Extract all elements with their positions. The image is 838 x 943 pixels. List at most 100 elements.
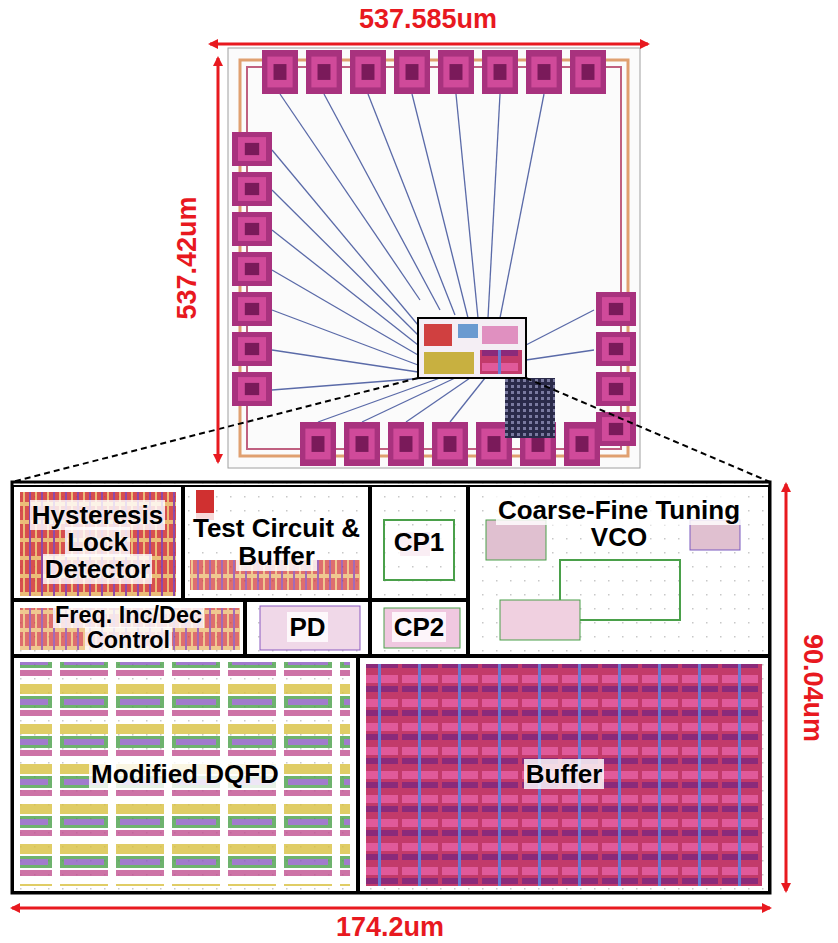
bond-wires (272, 94, 594, 422)
bond-pad (482, 50, 518, 94)
circuit-block: Hysteresis Lock Detector (12, 485, 183, 600)
bond-pad (438, 50, 474, 94)
bond-pad (596, 292, 636, 326)
block-label-group: Coarse-Fine Tuning VCO (472, 497, 766, 552)
block-label: PD (287, 612, 327, 642)
die-outline (228, 48, 640, 468)
cp-layout (384, 520, 454, 580)
bond-pad (232, 212, 272, 246)
pd-layout (260, 606, 360, 650)
circuit-block: CP2 (370, 600, 468, 656)
dimension-arrow (785, 484, 788, 891)
bond-pad (350, 50, 386, 94)
pad-ring (247, 67, 621, 449)
bond-pad (300, 422, 336, 466)
bond-pad (596, 372, 636, 406)
circuit-block: Modified DQFD (12, 656, 358, 893)
bond-pad (232, 252, 272, 286)
lock-detector-cells (20, 492, 176, 596)
block-label: Coarse-Fine Tuning VCO (496, 495, 742, 552)
core-block (482, 326, 518, 344)
bond-pad (570, 50, 606, 94)
wire (526, 350, 594, 360)
wire (272, 230, 418, 345)
circuit-block: PD (245, 600, 370, 656)
wire (450, 378, 485, 422)
bond-pad (388, 422, 424, 466)
wire (526, 310, 594, 345)
bond-pad (232, 332, 272, 366)
core-block (458, 324, 478, 338)
dimension-label: 537.585um (359, 5, 497, 35)
zoom-box (418, 318, 526, 378)
bond-pad (262, 50, 298, 94)
wire (500, 94, 544, 318)
wire (318, 378, 440, 422)
block-layouts (20, 490, 762, 886)
block-label: Buffer (524, 759, 605, 789)
pad-ring (240, 60, 628, 456)
block-label: Hysteresis Lock Detector (30, 500, 166, 585)
cp-layout (384, 608, 460, 648)
circuit-block: Buffer (358, 656, 770, 893)
layout-ground (12, 482, 770, 893)
layout-frame (12, 482, 770, 893)
wire (488, 94, 500, 318)
block-label-group: Test Circuit & Buffer (187, 515, 366, 570)
bond-pads (232, 50, 636, 466)
dashed-line (12, 378, 418, 482)
core-region (418, 318, 555, 438)
dimension-arrow (12, 907, 770, 910)
bond-pad (232, 372, 272, 406)
block-label-group: CP1 (374, 529, 464, 556)
chip-die (228, 48, 640, 468)
block-label: CP2 (392, 612, 447, 642)
bond-pad (432, 422, 468, 466)
bond-pad (344, 422, 380, 466)
bond-pad (232, 132, 272, 166)
block-label: Modified DQFD (89, 759, 281, 789)
wire (324, 94, 440, 310)
dimension-arrows (12, 44, 786, 908)
circuit-block: Coarse-Fine Tuning VCO (468, 485, 770, 656)
bond-pad (596, 332, 636, 366)
block-label-group: Freq. Inc/Dec Control (16, 603, 241, 652)
dimension-label: 174.2um (336, 913, 444, 943)
vco-layout (500, 600, 580, 640)
wire (362, 378, 455, 422)
bond-pad (394, 50, 430, 94)
wire (272, 150, 418, 325)
dimension-label: 90.04um (797, 634, 827, 742)
bond-pad (232, 292, 272, 326)
wire (272, 270, 418, 355)
wire (280, 94, 420, 300)
block-label-group: Modified DQFD (16, 761, 354, 788)
block-label-group: CP2 (374, 614, 464, 641)
wire (272, 378, 425, 390)
bond-pad (306, 50, 342, 94)
circuit-block: Test Circuit & Buffer (183, 485, 370, 600)
block-label: Freq. Inc/Dec Control (53, 602, 204, 653)
bond-pad (526, 50, 562, 94)
dimension-arrow (217, 58, 220, 462)
block-label: CP1 (392, 527, 447, 557)
block-label-group: Buffer (362, 761, 766, 788)
core-block (424, 352, 474, 374)
block-label-group: Hysteresis Lock Detector (16, 502, 179, 584)
circuit-block: Freq. Inc/Dec Control (12, 600, 245, 656)
vco-layout (486, 520, 546, 560)
circuit-block: CP1 (370, 485, 468, 600)
wire (456, 94, 478, 318)
bond-pad (232, 172, 272, 206)
dashed-line (526, 378, 770, 482)
wire (368, 94, 455, 315)
bond-pad (596, 412, 636, 446)
wire (272, 350, 418, 372)
zoom-lines (12, 378, 770, 482)
block-label-group: PD (249, 614, 366, 641)
bond-pad (564, 422, 600, 466)
dimension-arrow (210, 43, 648, 46)
dqfd-cells (20, 662, 350, 886)
